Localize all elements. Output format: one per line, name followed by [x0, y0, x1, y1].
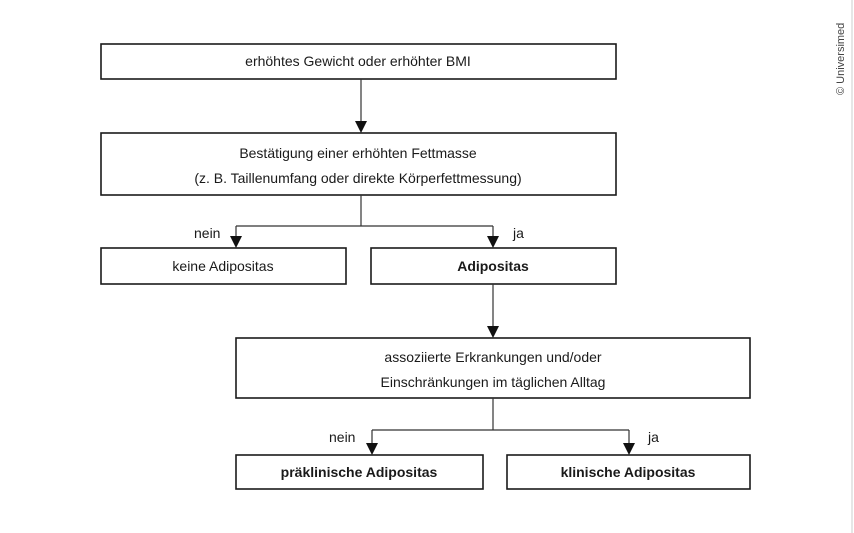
box-preclinical: präklinische Adipositas [235, 454, 484, 490]
box-weight: erhöhtes Gewicht oder erhöhter BMI [100, 43, 617, 80]
arrow-weight-to-fatmass [355, 79, 367, 133]
label-yes-2: ja [647, 429, 659, 445]
branch-fatmass: nein ja [194, 195, 524, 248]
label-no-2: nein [329, 429, 355, 445]
box-clinical: klinische Adipositas [506, 454, 751, 490]
box-fatmass-line1: Bestätigung einer erhöhten Fettmasse [239, 145, 477, 161]
arrow-yes-icon [487, 236, 499, 248]
branch-associated: nein ja [329, 398, 659, 455]
box-associated-line2: Einschränkungen im täglichen Alltag [381, 374, 606, 390]
box-no-obesity: keine Adipositas [100, 247, 347, 285]
box-associated: assoziierte Erkrankungen und/oder Einsch… [235, 337, 751, 399]
box-clinical-text: klinische Adipositas [561, 464, 696, 480]
box-obesity-text: Adipositas [457, 258, 529, 274]
box-fatmass-line2: (z. B. Taillenumfang oder direkte Körper… [194, 170, 521, 186]
box-fatmass: Bestätigung einer erhöhten Fettmasse (z.… [100, 132, 617, 196]
arrow-obesity-to-associated [487, 284, 499, 338]
label-yes-1: ja [512, 225, 524, 241]
box-weight-text: erhöhtes Gewicht oder erhöhter BMI [245, 53, 471, 69]
box-no-obesity-text: keine Adipositas [172, 258, 273, 274]
box-obesity: Adipositas [370, 247, 617, 285]
box-associated-line1: assoziierte Erkrankungen und/oder [384, 349, 601, 365]
box-preclinical-text: präklinische Adipositas [281, 464, 438, 480]
arrow-no-icon [366, 443, 378, 455]
arrow-no-icon [230, 236, 242, 248]
copyright-notice: © Universimed [835, 23, 847, 95]
label-no-1: nein [194, 225, 220, 241]
arrow-yes-icon [623, 443, 635, 455]
